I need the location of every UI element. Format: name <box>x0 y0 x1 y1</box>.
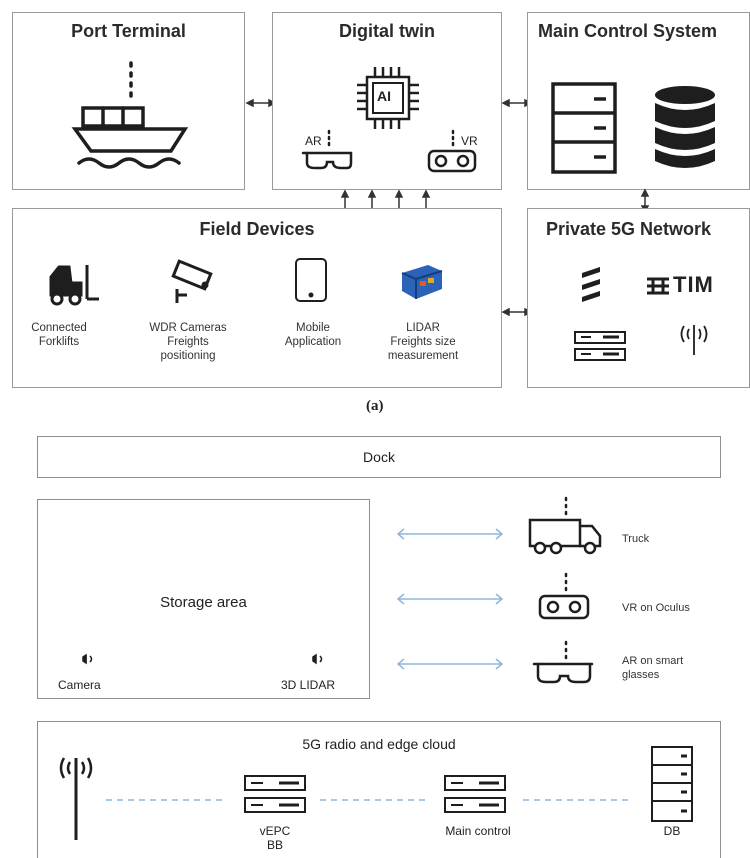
forklift-label: Connected Forklifts <box>31 322 87 348</box>
dashed-link-icon <box>320 799 430 801</box>
port-terminal-box: Port Terminal <box>12 12 245 190</box>
dock-label: Dock <box>363 449 395 465</box>
camera-label: Camera <box>58 678 101 692</box>
uplink-arrows-icon <box>340 189 431 208</box>
lidar-label: LIDAR Freights size measurement <box>387 322 459 362</box>
main-control-label: Main control <box>445 824 511 838</box>
digital-twin-title: Digital twin <box>339 21 435 41</box>
5g-radio-edge-cloud-box: 5G radio and edge cloud vEPC BB Main con… <box>37 721 721 858</box>
ar-glasses-icon <box>532 640 594 684</box>
5g-radio-title: 5G radio and edge cloud <box>302 736 456 752</box>
field-devices-title: Field Devices <box>199 219 315 239</box>
tim-logo-icon <box>647 277 669 295</box>
server-rack-icon <box>551 82 617 174</box>
truck-label: Truck <box>622 533 650 545</box>
db-label: DB <box>663 824 681 838</box>
vepc-server-icon <box>244 775 306 813</box>
vepc-label: vEPC BB <box>259 824 291 852</box>
lidar-icon <box>401 265 443 299</box>
lidar-sensor-icon <box>312 653 323 665</box>
antenna-icon <box>680 325 708 355</box>
ericsson-logo-icon <box>582 267 600 302</box>
storage-area-box: Storage area Camera 3D LIDAR <box>37 499 370 699</box>
truck-icon <box>528 496 602 555</box>
forklift-icon <box>49 265 99 306</box>
tablet-icon <box>295 258 327 302</box>
vr-on-oculus-label: VR on Oculus <box>622 602 690 614</box>
main-control-server-icon <box>444 775 506 813</box>
ship-icon <box>71 61 189 169</box>
db-server-icon <box>651 746 693 822</box>
ar-label: AR <box>305 134 322 148</box>
vr-label: VR <box>461 134 478 148</box>
blue-bidirectional-arrow-icon <box>396 593 504 605</box>
private-5g-title: Private 5G Network <box>546 219 712 239</box>
main-control-system-title: Main Control System <box>538 21 718 41</box>
private-5g-network-box: Private 5G Network TIM <box>527 208 750 388</box>
figure-caption-a: (a) <box>366 398 384 414</box>
camera-icon <box>171 259 213 303</box>
blue-bidirectional-arrow-icon <box>396 528 504 540</box>
3d-lidar-label: 3D LIDAR <box>281 678 336 692</box>
field-devices-box: Field Devices Connected Forklifts WDR Ca… <box>12 208 502 388</box>
vr-headset-icon <box>538 572 590 620</box>
tim-label: TIM <box>673 272 714 297</box>
main-control-system-box: Main Control System <box>527 12 750 190</box>
antenna-tower-icon <box>59 757 93 840</box>
ar-glasses-icon <box>301 129 353 170</box>
dock-box: Dock <box>37 436 721 478</box>
server-unit-icon <box>574 331 626 361</box>
dashed-link-icon <box>523 799 633 801</box>
dashed-link-icon <box>106 799 226 801</box>
database-icon <box>655 86 715 168</box>
port-terminal-title: Port Terminal <box>71 21 186 41</box>
blue-bidirectional-arrow-icon <box>396 658 504 670</box>
digital-twin-box: Digital twin AI AR VR <box>272 12 502 190</box>
mobile-application-label: Mobile Application <box>284 322 342 348</box>
wdr-cameras-label: WDR Cameras Freights positioning <box>149 322 227 362</box>
vr-headset-icon <box>427 129 477 173</box>
ar-on-smart-glasses-label: AR on smart glasses <box>622 655 684 681</box>
ai-label: AI <box>377 88 391 104</box>
storage-area-label: Storage area <box>160 594 247 611</box>
camera-sensor-icon <box>82 653 93 665</box>
ai-chip-icon <box>357 67 419 129</box>
